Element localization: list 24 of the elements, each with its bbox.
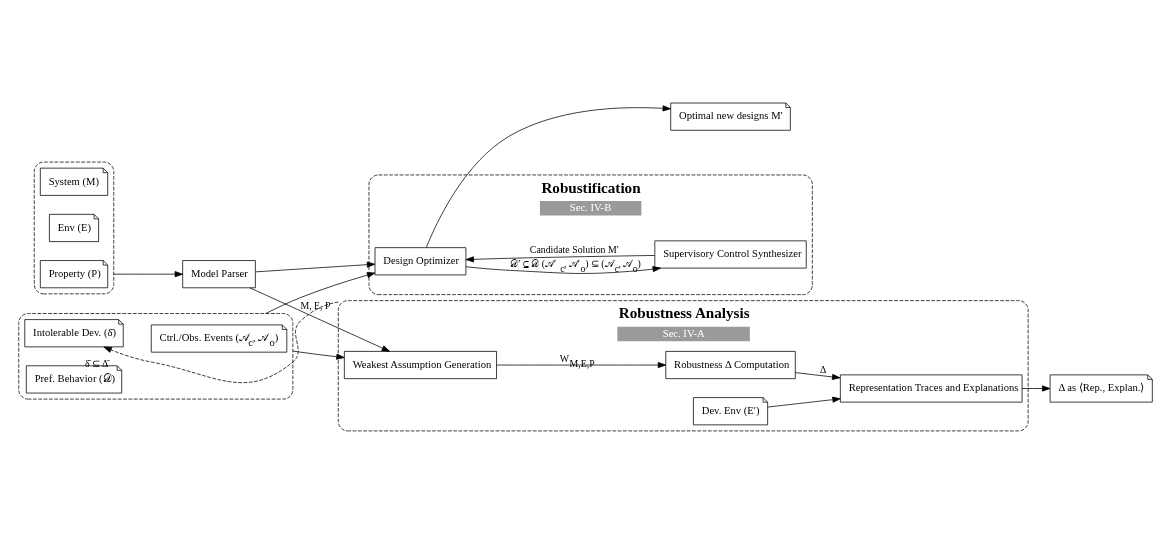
arrow [249,287,390,352]
arrow [496,361,667,368]
edge-label: M, E, P [300,299,331,311]
edge-label: Candidate Solution M′ [529,243,619,255]
node-box: Supervisory Control Synthesizer [654,239,807,268]
cluster [33,161,115,294]
cluster [18,312,294,399]
arrow [795,371,841,380]
arrow [465,254,655,262]
arrow [767,396,841,407]
arrow [292,350,345,360]
node-box: Representation Traces and Explanations [839,374,1023,402]
arrow [255,261,376,272]
node-box: Robustness Δ Computation [665,350,796,379]
node-box: Model Parser [182,259,256,288]
arrow [1021,385,1051,392]
arrow [265,271,376,314]
node-box: Weakest Assumption Generation [343,350,497,379]
edge-label: Δ [819,363,827,375]
node-box: Design Optimizer [374,246,467,275]
arrow [103,301,339,383]
arrow [425,104,671,248]
arrow [465,265,661,274]
arrow [113,270,184,277]
